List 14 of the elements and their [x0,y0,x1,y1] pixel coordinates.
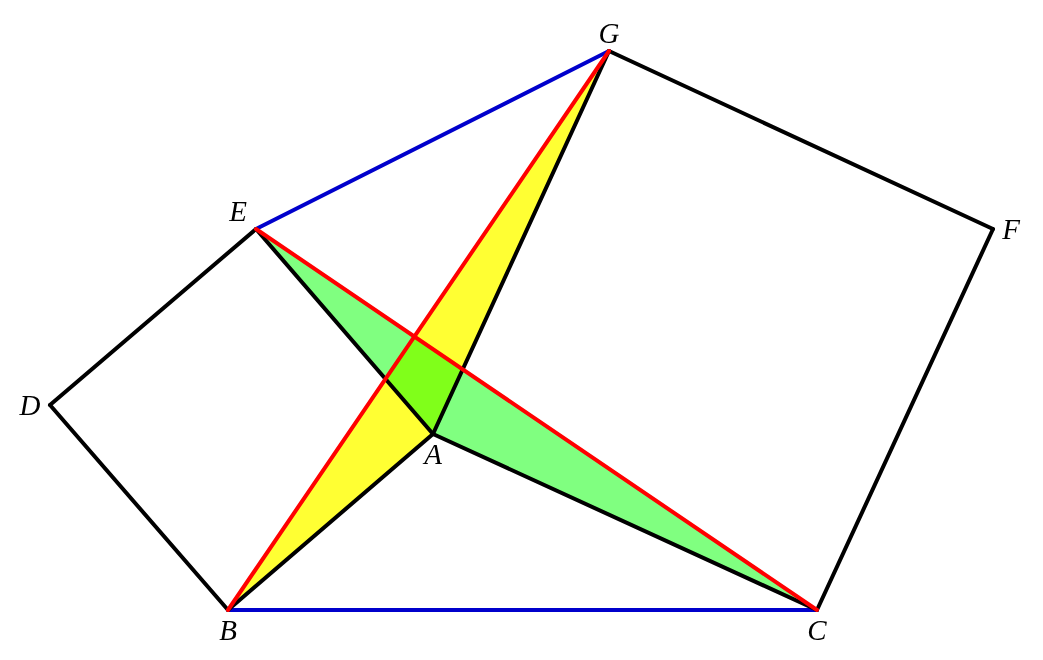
line-segment [48,227,258,407]
point-label: F [1001,215,1021,243]
point-label: D [18,391,42,419]
point-label: C [806,616,828,644]
point-label: A [421,440,443,468]
point-label: E [228,197,248,225]
line-segment [431,432,819,612]
line-segment [48,403,230,612]
point-label: B [218,616,238,644]
line-segment [431,49,611,436]
line-segment [226,608,819,612]
point-label: G [597,19,621,47]
line-segment [815,227,995,612]
line-segment [607,49,995,231]
